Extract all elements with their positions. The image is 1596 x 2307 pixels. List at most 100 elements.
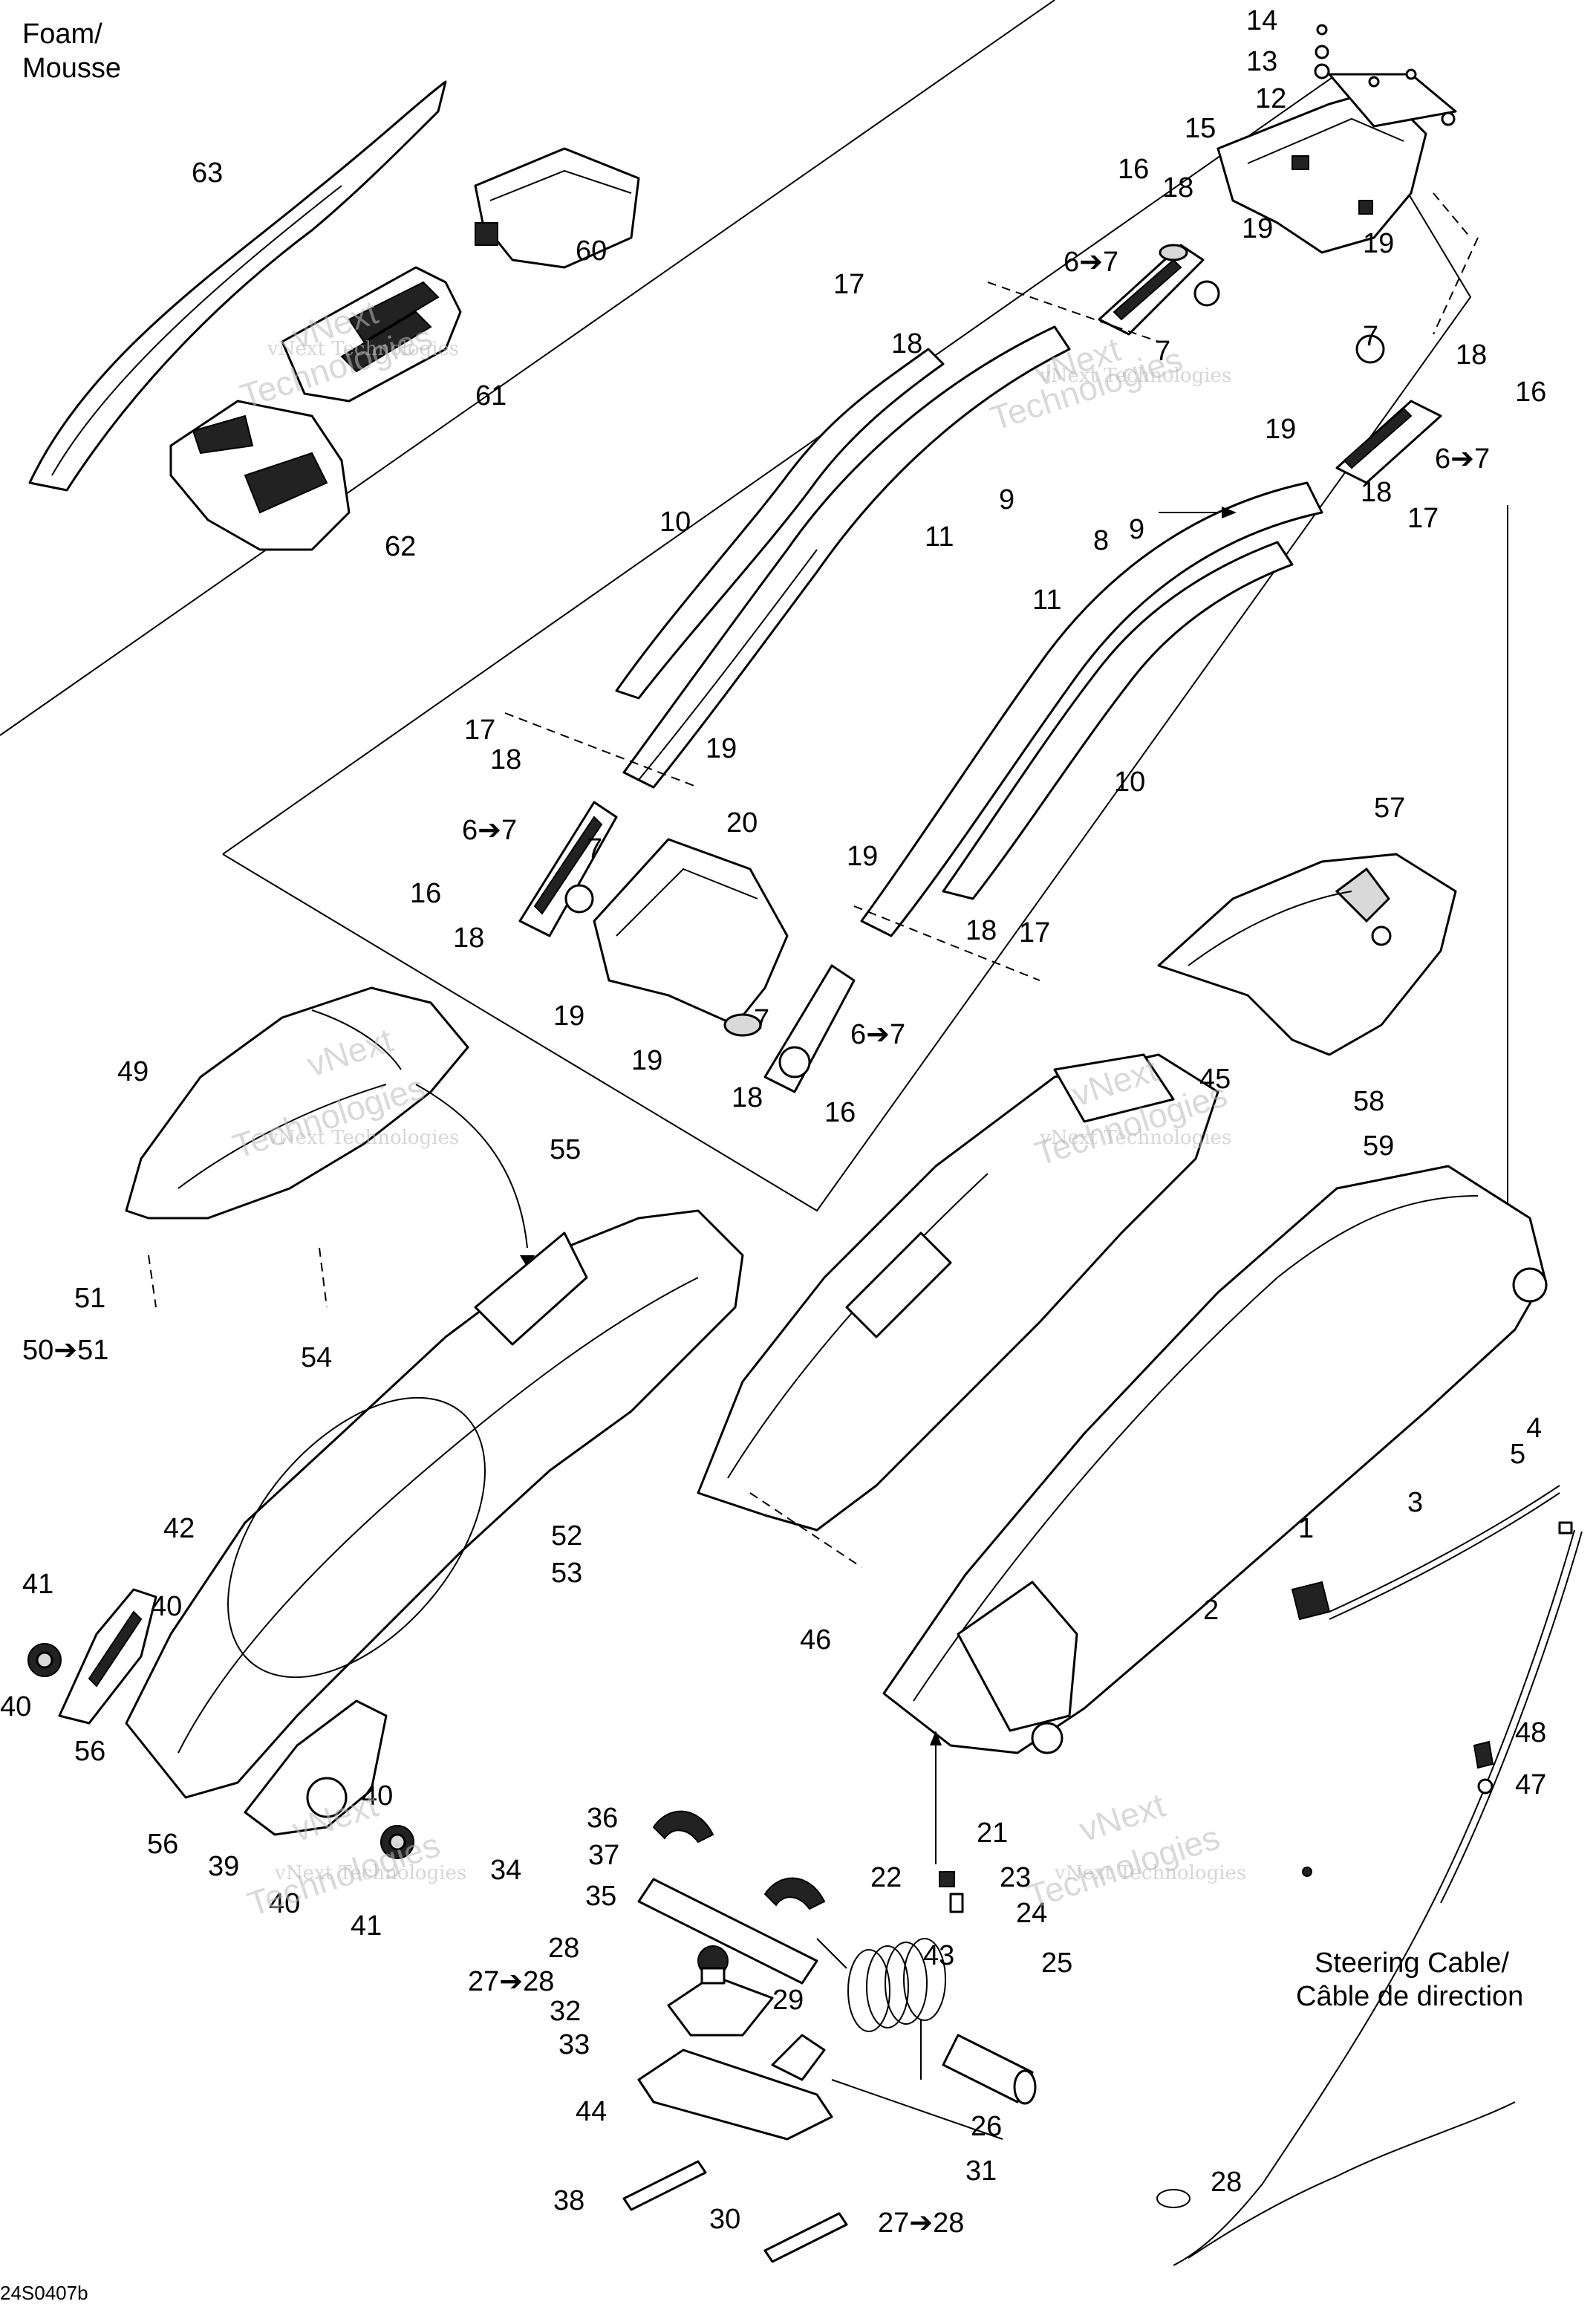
callout-label: 11 bbox=[925, 521, 954, 553]
arrow-49-to-54 bbox=[415, 1084, 528, 1249]
part-30-feet bbox=[622, 2160, 848, 2263]
part-6-clamp-left bbox=[518, 801, 618, 937]
part-11-left-tube bbox=[622, 325, 1071, 789]
callout-label: 17 bbox=[1407, 503, 1439, 534]
callout-label: 16 bbox=[1515, 377, 1546, 408]
callout-label: 28 bbox=[548, 1933, 579, 1964]
callout-label: 18 bbox=[891, 328, 922, 359]
callout-label: 22 bbox=[870, 1862, 902, 1893]
callout-label: 7 bbox=[1155, 336, 1170, 367]
callout-label: 28 bbox=[1211, 2167, 1242, 2198]
callout-label: 40 bbox=[151, 1591, 182, 1622]
part-34-shaft bbox=[637, 1878, 818, 1985]
part-15-steering-bracket bbox=[1216, 73, 1457, 254]
svg-text:vNext Technologies: vNext Technologies bbox=[267, 1127, 459, 1149]
part-35-clamp bbox=[652, 1810, 714, 1844]
callout-label: 13 bbox=[1246, 46, 1277, 77]
callout-label: 38 bbox=[553, 2185, 584, 2216]
callout-label: 10 bbox=[659, 507, 691, 538]
callout-label: 17 bbox=[833, 269, 864, 300]
part-26-base bbox=[637, 1974, 833, 2141]
part-frame-right-rail bbox=[882, 1165, 1548, 1754]
foam-heading-line1: Foam/ bbox=[22, 19, 102, 50]
callout-label: 16 bbox=[824, 1097, 856, 1128]
callout-label: 26 bbox=[971, 2111, 1002, 2142]
part-41-knob-left bbox=[27, 1643, 62, 1677]
steering-heading-line2: Câble de direction bbox=[1296, 1981, 1523, 2012]
group-frames bbox=[0, 0, 1508, 1218]
callout-label: 63 bbox=[192, 157, 223, 189]
callout-label: 33 bbox=[558, 2029, 590, 2060]
callout-label: 57 bbox=[1374, 793, 1405, 824]
callout-label: 32 bbox=[550, 1996, 581, 2027]
callout-label: 56 bbox=[74, 1736, 105, 1767]
svg-text:vNext Technologies: vNext Technologies bbox=[1039, 365, 1231, 387]
part-1-clip bbox=[1291, 1581, 1331, 1621]
part-6-clamp-top bbox=[1098, 244, 1220, 336]
callout-label: 19 bbox=[1242, 213, 1273, 244]
part-38-ring bbox=[1156, 2189, 1191, 2208]
callout-label: 18 bbox=[1361, 477, 1392, 508]
steering-cable bbox=[1173, 1521, 1583, 2266]
callout-label: 18 bbox=[490, 744, 521, 775]
part-10-right-pad bbox=[942, 541, 1294, 900]
callout-label: 19 bbox=[1363, 228, 1394, 259]
arrow-spring bbox=[831, 2079, 1003, 2140]
part-48-47-clip bbox=[1473, 1740, 1494, 1794]
callout-label: 16 bbox=[410, 878, 441, 909]
part-41-knob-lower bbox=[380, 1825, 414, 1859]
callout-label: 19 bbox=[847, 841, 878, 872]
callout-label: 25 bbox=[1041, 1948, 1072, 1979]
callout-label: 18 bbox=[1456, 339, 1487, 371]
foam-heading-line2: Mousse bbox=[22, 53, 121, 84]
callout-label: 37 bbox=[588, 1840, 619, 1871]
callout-label: 44 bbox=[576, 2096, 607, 2127]
callout-label: 62 bbox=[385, 531, 416, 562]
callout-label: 36 bbox=[587, 1803, 618, 1834]
part-6-clamp-lower bbox=[723, 964, 856, 1093]
part-clamp-2 bbox=[763, 1877, 826, 1910]
callout-label: 30 bbox=[709, 2204, 740, 2235]
callout-label: 47 bbox=[1515, 1769, 1546, 1800]
callout-label: 46 bbox=[800, 1624, 831, 1656]
callout-label: 34 bbox=[490, 1855, 521, 1886]
callout-label: 19 bbox=[1265, 414, 1296, 445]
part-62-foam-block bbox=[169, 400, 351, 551]
part-61-foam-block bbox=[281, 266, 462, 403]
callout-label: 49 bbox=[117, 1056, 149, 1087]
callout-label: 14 bbox=[1246, 5, 1277, 36]
callout-label: 56 bbox=[147, 1829, 178, 1860]
callout-label: 43 bbox=[923, 1940, 954, 1971]
svg-text:vNext Technologies: vNext Technologies bbox=[274, 1862, 466, 1884]
callout-label: 40 bbox=[0, 1691, 31, 1722]
callout-label: 35 bbox=[585, 1881, 616, 1912]
part-54-hood bbox=[125, 1209, 744, 1799]
callout-label: 29 bbox=[772, 1985, 804, 2016]
arrowhead-up bbox=[930, 1731, 942, 1745]
callout-label: 6➔7 bbox=[1435, 443, 1490, 475]
part-45-frame bbox=[697, 1053, 1219, 1532]
callout-label: 24 bbox=[1016, 1898, 1047, 1929]
callout-label: 27➔28 bbox=[878, 2207, 964, 2239]
callout-label: 60 bbox=[576, 235, 607, 267]
callout-label: 50➔51 bbox=[22, 1335, 108, 1366]
callout-label: 41 bbox=[351, 1910, 382, 1942]
callout-label: 19 bbox=[553, 1000, 584, 1032]
part-6-clamp-right bbox=[1335, 334, 1442, 484]
part-42-bracket-left bbox=[58, 1588, 157, 1725]
callout-label: 52 bbox=[551, 1520, 582, 1552]
callout-label: 5 bbox=[1510, 1439, 1525, 1470]
part-57-tray bbox=[1157, 853, 1457, 1056]
callout-label: 31 bbox=[965, 2155, 997, 2187]
svg-text:vNext Technologies: vNext Technologies bbox=[267, 338, 459, 360]
callout-label: 19 bbox=[706, 733, 737, 764]
callout-label: 3 bbox=[1407, 1487, 1423, 1518]
part-11-right-tube bbox=[860, 481, 1323, 937]
callout-label: 11 bbox=[1032, 585, 1061, 616]
callout-label: 10 bbox=[1114, 767, 1145, 798]
part-49-hood bbox=[125, 986, 469, 1220]
callout-label: 1 bbox=[1298, 1513, 1314, 1544]
callout-label: 6➔7 bbox=[462, 815, 517, 846]
